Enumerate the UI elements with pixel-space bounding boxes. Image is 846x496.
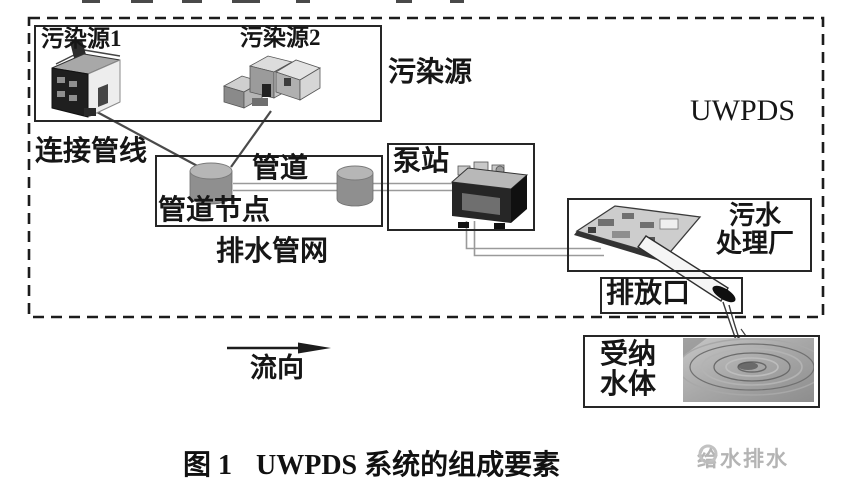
pipe-node-cylinder-1 — [189, 162, 233, 205]
treatment-plant-box — [567, 198, 812, 272]
pump-station-label: 泵站 — [393, 146, 450, 177]
figure-caption-number: 图 1 — [183, 450, 233, 481]
pollution-sources-label: 污染源 — [388, 57, 473, 88]
pollution-source-1-image — [51, 40, 121, 118]
watermark: 给水排水 — [697, 443, 789, 473]
treatment-plant-label-line1: 污水 — [728, 201, 781, 230]
treatment-plant-image — [574, 205, 702, 262]
flow-direction-arrow — [227, 342, 331, 354]
drainage-network-box — [155, 155, 383, 227]
receiving-water-box — [583, 335, 820, 408]
treatment-plant-label: 污水 处理厂 — [703, 201, 807, 259]
figure-caption-text: UWPDS 系统的组成要素 — [256, 450, 561, 481]
pipe-node-label: 管道节点 — [158, 195, 271, 226]
pollution-source-1-label: 污染源1 — [41, 26, 122, 51]
connecting-pipeline-label: 连接管线 — [35, 136, 148, 167]
receiving-water-label-line1: 受纳 — [599, 339, 656, 370]
receiving-water-label: 受纳 水体 — [591, 339, 665, 401]
uwpds-label: UWPDS — [690, 94, 796, 127]
outfall-box — [600, 277, 743, 314]
pipe-lines — [233, 182, 604, 257]
flow-direction-label: 流向 — [250, 353, 304, 383]
pipe-label: 管道 — [252, 153, 309, 184]
watermark-text: 给水排水 — [697, 447, 789, 471]
watermark-logo-icon — [698, 444, 718, 465]
figure-caption: 图 1 UWPDS 系统的组成要素 — [183, 443, 560, 483]
cropped-text-artifact — [82, 0, 464, 3]
receiving-water-image — [683, 338, 814, 402]
receiving-water-label-line2: 水体 — [599, 369, 656, 401]
pipe-node-cylinder-2 — [336, 165, 374, 207]
outfall-label: 排放口 — [606, 278, 691, 309]
pump-station-box — [387, 143, 535, 231]
uwpds-dashed-border — [27, 16, 825, 319]
pump-station-image — [450, 161, 529, 229]
pollution-source-2-label: 污染源2 — [240, 25, 321, 50]
pollution-sources-box — [34, 25, 382, 122]
drainage-network-label: 排水管网 — [216, 236, 329, 267]
pollution-source-2-image — [222, 55, 321, 109]
treatment-plant-label-line2: 处理厂 — [715, 229, 794, 259]
